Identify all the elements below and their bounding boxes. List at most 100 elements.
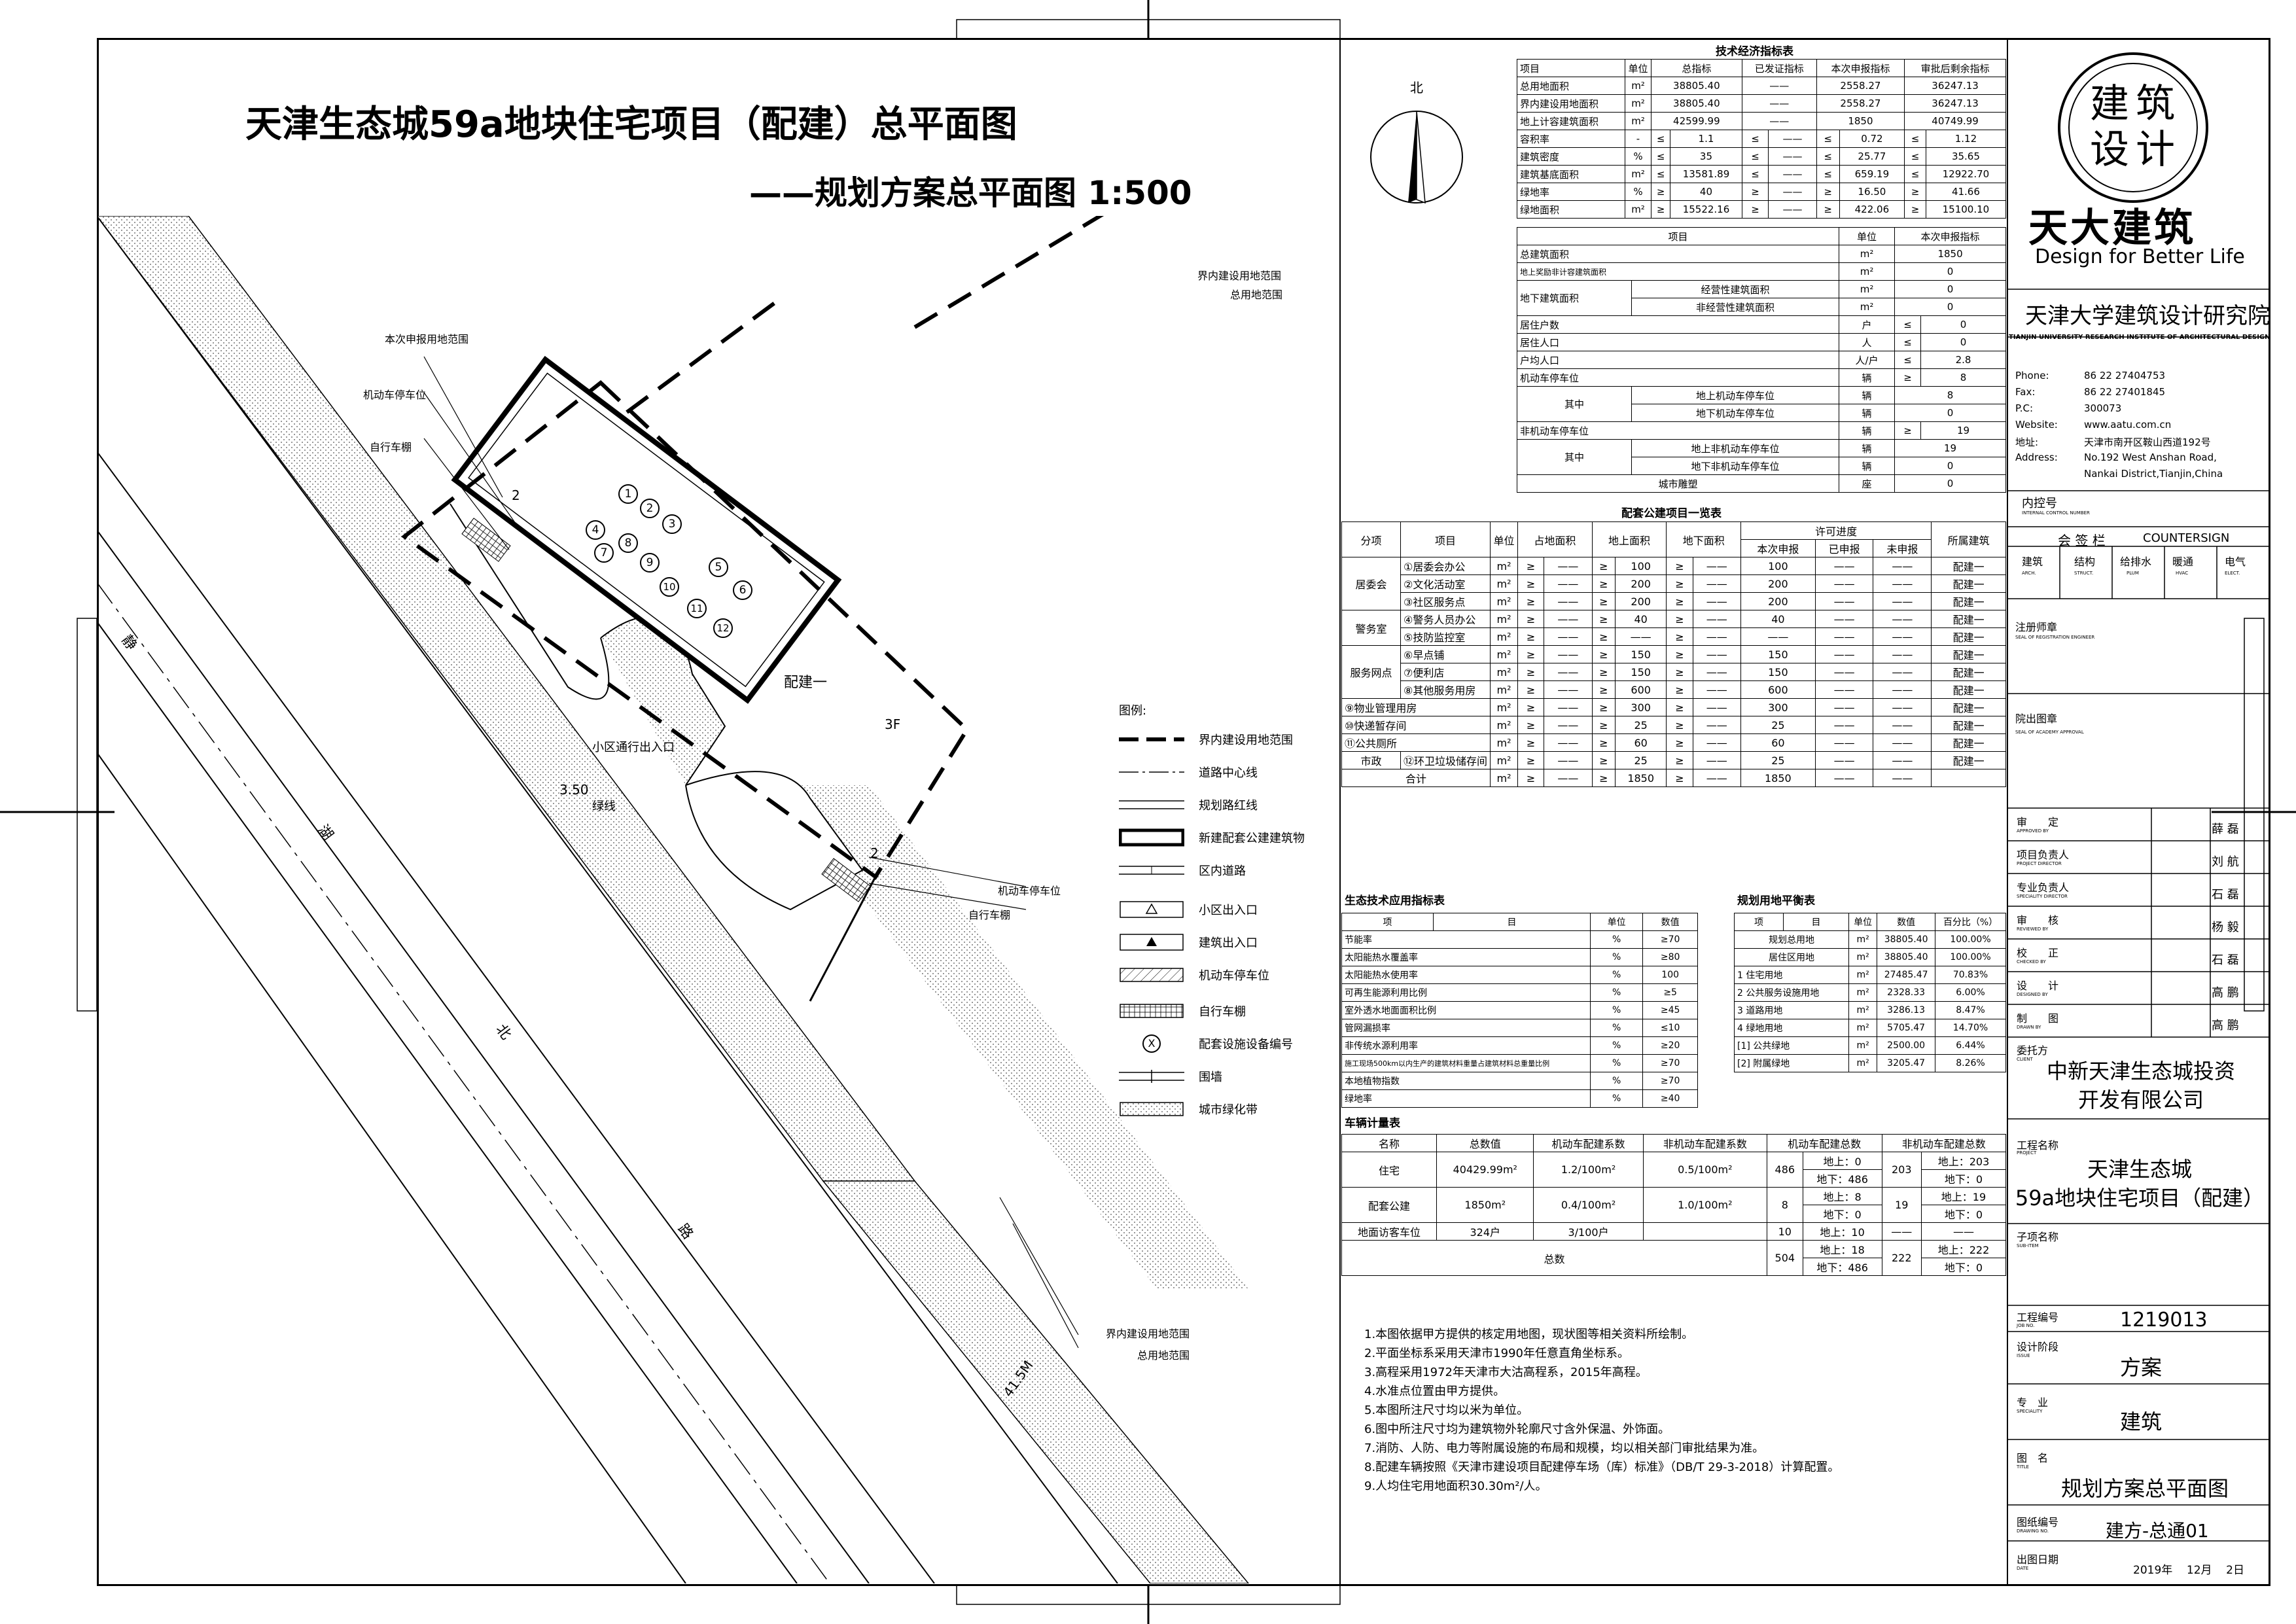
site-plan xyxy=(97,216,1249,1583)
drawing-title: 天津生态城59a地块住宅项目（配建）总平面图 xyxy=(245,103,1017,146)
facility-marker: 5 xyxy=(709,557,728,577)
drawing-no-label: 图纸编号 xyxy=(2017,1516,2059,1528)
drawing-title-block: 规划方案总平面图 xyxy=(2061,1476,2229,1501)
boundary-label-3: 界内建设用地范围 xyxy=(1106,1328,1190,1340)
legend-item: 新建配套公建建筑物 xyxy=(1119,824,1305,851)
legend-symbol xyxy=(1119,771,1184,773)
specialty: 建筑 xyxy=(2120,1409,2163,1434)
internal-no-label-en: INTERNAL CONTROL NUMBER xyxy=(2022,510,2090,516)
out-seal-label-en: SEAL OF ACADEMY APPROVAL xyxy=(2015,730,2084,735)
table-row: 绿地率%≥40 xyxy=(1341,1089,1698,1108)
note-line: 2.平面坐标系采用天津市1990年任意直角坐标系。 xyxy=(1364,1347,1629,1360)
facility-marker: 3 xyxy=(662,514,682,534)
legend-symbol xyxy=(1119,737,1184,741)
drawing-frame xyxy=(97,38,2270,1586)
facility-marker: 2 xyxy=(640,499,660,518)
client-label: 委托方 xyxy=(2017,1044,2049,1057)
note-line: 6.图中所注尺寸均为建筑物外轮廓尺寸含外保温、外饰面。 xyxy=(1364,1422,1670,1436)
legend-item: 建筑出入口 xyxy=(1119,929,1258,955)
client-name: 中新天津生态城投资 开发有限公司 xyxy=(2047,1059,2236,1112)
legend-item: 道路中心线 xyxy=(1119,759,1258,785)
table-row: 节能率%≥70 xyxy=(1341,930,1698,949)
design-notes: 1.本图依据甲方提供的核定用地图，现状图等相关资料所绘制。 2.平面坐标系采用天… xyxy=(1364,1325,1839,1496)
issue-date: 2019年 12月 2日 xyxy=(2133,1564,2244,1577)
design-stage: 方案 xyxy=(2120,1355,2163,1380)
legend-symbol xyxy=(1120,1102,1184,1116)
table-row: 非传统水源利用率%≥20 xyxy=(1341,1036,1698,1055)
project-label: 工程名称 xyxy=(2017,1139,2059,1152)
land-table-title: 规划用地平衡表 xyxy=(1737,894,1815,908)
boundary-label-1: 界内建设用地范围 xyxy=(1197,270,1282,282)
count-arrow-2: 2 xyxy=(870,845,879,861)
count-arrow-1: 2 xyxy=(512,487,520,503)
eco-table-title: 生态技术应用指标表 xyxy=(1345,894,1445,908)
facility-marker: 10 xyxy=(660,577,679,597)
job-no-label-en: JOB NO. xyxy=(2017,1323,2035,1328)
tech-table-title: 技术经济指标表 xyxy=(1716,45,1793,58)
facility-marker: 12 xyxy=(713,618,733,638)
note-line: 8.配建车辆按照《天津市建设项目配建停车场（库）标准》（DB/T 29-3-20… xyxy=(1364,1460,1840,1474)
facility-marker: 8 xyxy=(618,533,638,553)
legend-symbol xyxy=(1119,1070,1184,1083)
subitem-label: 子项名称 xyxy=(2017,1231,2059,1243)
legend-item: 机动车停车位 xyxy=(1119,962,1269,988)
facility-marker: 9 xyxy=(640,553,660,573)
note-line: 1.本图依据甲方提供的核定用地图，现状图等相关资料所绘制。 xyxy=(1364,1328,1694,1341)
facility-marker: 4 xyxy=(586,520,605,540)
eco-table: 项目单位数值 节能率%≥70 太阳能热水覆盖率%≥80 太阳能热水使用率%100… xyxy=(1341,913,1698,1108)
stage-label: 设计阶段 xyxy=(2017,1341,2059,1353)
job-no-label: 工程编号 xyxy=(2017,1311,2059,1324)
institute-name-en: TIANJIN UNIVERSITY RESEARCH INSTITUTE OF… xyxy=(2009,334,2270,341)
note-line: 3.高程采用1972年天津市大沽高程系，2015年高程。 xyxy=(1364,1366,1648,1379)
facility-marker: 1 xyxy=(618,484,638,504)
note-line: 9.人均住宅用地面积30.30m²/人。 xyxy=(1364,1479,1547,1493)
legend-item: 小区出入口 xyxy=(1119,896,1258,923)
date-label-en: DATE xyxy=(2017,1566,2029,1571)
green-line-label: 绿线 xyxy=(592,800,616,813)
building-name: 配建一 xyxy=(784,675,828,691)
logo-wordmark: 天大建筑 xyxy=(2028,205,2196,251)
table-row: 施工现场500km以内生产的建筑材料重量占建筑材料总重量比例%≥70 xyxy=(1341,1054,1698,1072)
legend-item: 区内道路 xyxy=(1119,857,1246,883)
car-parking-label: 机动车停车位 xyxy=(363,389,427,401)
table-row: 本地植物指数%≥70 xyxy=(1341,1072,1698,1090)
legend-symbol: X xyxy=(1119,1034,1184,1053)
title-block-lines xyxy=(2007,289,2269,1542)
drawing-no-label-en: DRAWING NO. xyxy=(2017,1528,2049,1534)
legend-item: 自行车棚 xyxy=(1119,998,1246,1024)
car-parking-label-2: 机动车停车位 xyxy=(998,885,1061,897)
drawing-title-label-en: TITLE xyxy=(2017,1464,2029,1470)
legend-symbol xyxy=(1120,901,1184,918)
legend-title: 图例: xyxy=(1119,704,1147,718)
note-line: 7.消防、人防、电力等附属设施的布局和规模，均以相关部门审批结果为准。 xyxy=(1364,1441,1765,1455)
specialty-label: 专 业 xyxy=(2017,1396,2049,1409)
facility-marker: 7 xyxy=(594,543,614,563)
client-label-en: CLIENT xyxy=(2017,1057,2033,1062)
north-arrow-icon xyxy=(1370,111,1463,204)
reg-seal-label: 注册师章 xyxy=(2015,621,2058,633)
drawing-title-label: 图 名 xyxy=(2017,1452,2049,1464)
specialty-label-en: SPECIALITY xyxy=(2017,1409,2043,1414)
countersign-label-en: COUNTERSIGN xyxy=(2143,531,2230,545)
facility-table: 分项项目单位占地面积地上面积地下面积许可进度所属建筑 本次申报已申报未申报 居委… xyxy=(1341,521,2006,787)
north-label: 北 xyxy=(1410,80,1423,96)
